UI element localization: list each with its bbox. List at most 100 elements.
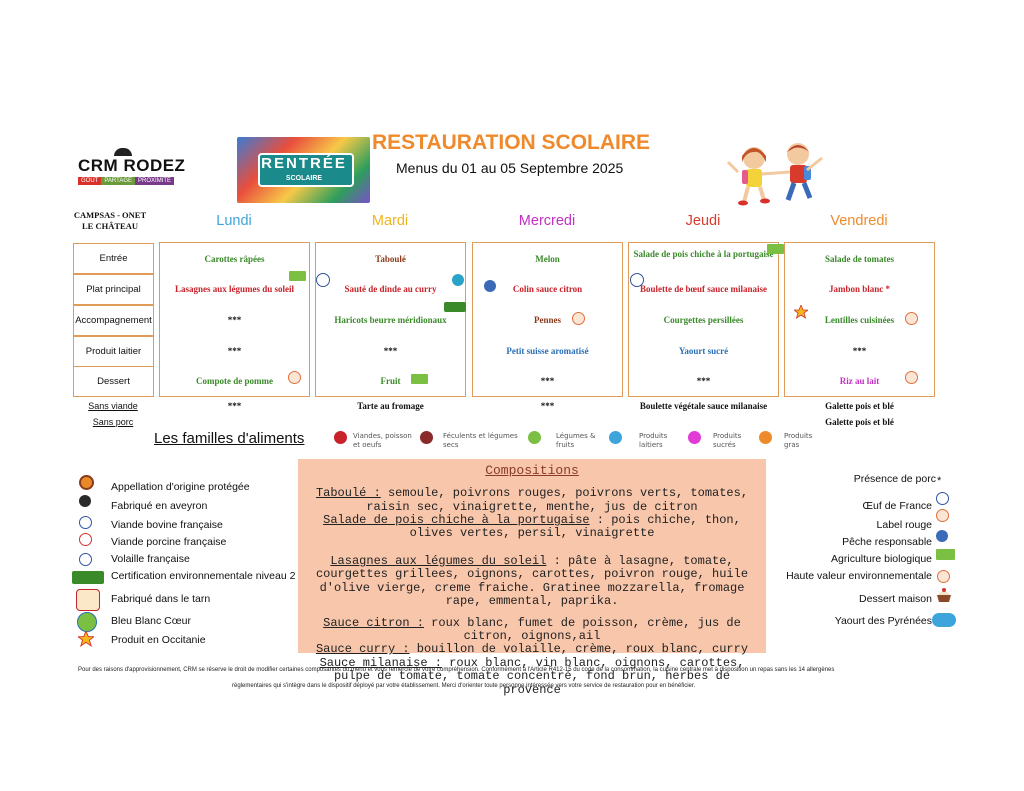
banner-subtitle: SCOLAIRE xyxy=(285,175,323,182)
menu-item: Sauté de dinde au curry xyxy=(344,284,437,294)
footer-note: Pour des raisons d'approvisionnement, CR… xyxy=(78,667,835,673)
legend-label: Fabriqué en aveyron xyxy=(111,500,208,512)
menu-item: Riz au lait xyxy=(839,376,880,386)
row-label-entree: Entrée xyxy=(73,243,154,274)
menu-item: Jambon blanc * xyxy=(828,284,890,294)
menu-column-wednesday xyxy=(472,242,623,397)
homemade-icon xyxy=(572,312,585,325)
menu-column-tuesday xyxy=(315,242,466,397)
homemade-icon xyxy=(905,371,918,384)
homemade-icon xyxy=(905,312,918,325)
aop-icon xyxy=(79,475,94,490)
menu-item: *** xyxy=(540,376,555,386)
row-label-laitier: Produit laitier xyxy=(73,336,154,367)
hve-certification-icon xyxy=(72,571,104,584)
starches-icon xyxy=(420,431,433,444)
brand-logo: CRM RODEZ xyxy=(78,156,186,175)
menu-item: Fruit xyxy=(380,376,401,386)
food-family-label: Légumes & fruits xyxy=(556,432,596,449)
brand-tag: PARTAGE xyxy=(101,177,136,185)
composition-label: Lasagnes aux légumes du soleil xyxy=(330,554,547,568)
brand-tag: GOÛT xyxy=(78,177,102,185)
menu-column-monday xyxy=(159,242,310,397)
composition-line: Taboulé : semoule, poivrons rouges, poiv… xyxy=(304,486,760,501)
hve-certification-icon xyxy=(444,302,466,312)
french-poultry-icon xyxy=(79,553,92,566)
legend-label: Yaourt des Pyrénées xyxy=(834,615,932,627)
composition-text: bouillon de volaille, crème, roux blanc,… xyxy=(409,642,749,656)
dairy-icon xyxy=(609,431,622,444)
composition-line: Sauce citron : roux blanc, fumet de pois… xyxy=(304,616,760,631)
food-family-label: Produits sucrés xyxy=(713,432,742,449)
menu-item: Taboulé xyxy=(375,254,406,264)
legend-label: Viande porcine française xyxy=(111,536,227,548)
menu-item: Salade de tomates xyxy=(825,254,894,264)
occitanie-icon xyxy=(78,631,94,647)
menu-item: Lentilles cuisinées xyxy=(824,315,895,325)
page-title: RESTAURATION SCOLAIRE xyxy=(372,131,651,154)
composition-label: Sauce curry : xyxy=(315,642,410,656)
menu-item: Compote de pomme xyxy=(196,376,273,386)
meat-fish-egg-icon xyxy=(334,431,347,444)
day-wednesday: Mercredi xyxy=(518,213,576,229)
legend-label: Appellation d'origine protégée xyxy=(111,481,250,493)
french-pork-icon xyxy=(79,533,92,546)
row-label-accompagnement: Accompagnement xyxy=(73,305,154,336)
yaourt-pyrenees-icon xyxy=(932,613,956,627)
day-thursday: Jeudi xyxy=(685,213,721,229)
legend-label: Label rouge xyxy=(876,519,932,531)
tarn-icon xyxy=(76,589,100,611)
hve-icon xyxy=(937,570,950,583)
menu-item: Courgettes persillées xyxy=(663,315,744,325)
composition-label: Sauce milanaise : xyxy=(319,656,442,670)
menu-item: Pennes xyxy=(534,315,561,325)
bio-icon xyxy=(289,271,306,281)
composition-text: roux blanc, vin blanc, oignons, carottes… xyxy=(441,656,745,670)
composition-line: pulpe de tomate, tomate concentré, fond … xyxy=(333,669,731,697)
composition-text: : pois chiche, thon, xyxy=(589,513,741,527)
composition-text: roux blanc, fumet de poisson, crème, jus… xyxy=(423,616,741,630)
french-poultry-icon xyxy=(316,273,330,287)
composition-line: Lasagnes aux légumes du soleil : pâte à … xyxy=(304,554,760,569)
sustainable-fishing-icon xyxy=(484,280,496,292)
composition-text: : pâte à lasagne, tomate, xyxy=(546,554,734,568)
composition-line: olives vertes, persil, vinaigrette xyxy=(409,526,655,540)
sans-porc-link[interactable]: Sans porc xyxy=(92,417,134,427)
menu-item: Carottes râpées xyxy=(204,254,265,264)
day-monday: Lundi xyxy=(216,213,252,229)
sustainable-fishing-icon xyxy=(936,530,948,542)
day-friday: Vendredi xyxy=(830,213,888,229)
sans-viande-item: *** xyxy=(227,401,242,411)
sweet-products-icon xyxy=(688,431,701,444)
bleu-blanc-coeur-icon xyxy=(452,274,464,286)
brand-tagline: GOÛT PARTAGE PROXIMITÉ xyxy=(78,177,175,185)
menu-item: *** xyxy=(227,346,242,356)
legend-label: Présence de porc xyxy=(853,473,936,485)
sans-viande-item: Galette pois et blé xyxy=(825,401,894,411)
sans-viande-item: Boulette végétale sauce milanaise xyxy=(639,401,768,411)
menu-item: Colin sauce citron xyxy=(512,284,583,294)
bio-icon xyxy=(936,549,955,560)
menu-item: *** xyxy=(852,346,867,356)
banner-panel xyxy=(258,153,354,187)
composition-label: Salade de pois chiche à la portugaise xyxy=(323,513,590,527)
sans-viande-item: *** xyxy=(540,401,555,411)
occitanie-icon xyxy=(794,305,808,319)
legend-label: Agriculture biologique xyxy=(831,553,932,565)
food-family-label: Produits gras xyxy=(784,432,813,449)
food-family-label: Produits laitiers xyxy=(639,432,668,449)
food-families-title: Les familles d'aliments xyxy=(154,430,305,447)
kids-illustration xyxy=(726,143,823,206)
page-subtitle: Menus du 01 au 05 Septembre 2025 xyxy=(396,160,624,176)
bio-icon xyxy=(767,244,784,254)
food-family-label: Viandes, poisson et oeufs xyxy=(353,432,412,449)
composition-line: Sauce curry : bouillon de volaille, crèm… xyxy=(304,642,760,657)
legend-label: Haute valeur environnementale xyxy=(786,570,932,582)
label-rouge-icon xyxy=(936,509,949,522)
fat-products-icon xyxy=(759,431,772,444)
sans-viande-link[interactable]: Sans viande xyxy=(88,401,138,411)
menu-item: *** xyxy=(383,346,398,356)
menu-column-friday xyxy=(784,242,935,397)
egg-france-icon xyxy=(936,492,949,505)
school-name: CAMPSAS - ONET LE CHÂTEAU xyxy=(73,210,147,231)
